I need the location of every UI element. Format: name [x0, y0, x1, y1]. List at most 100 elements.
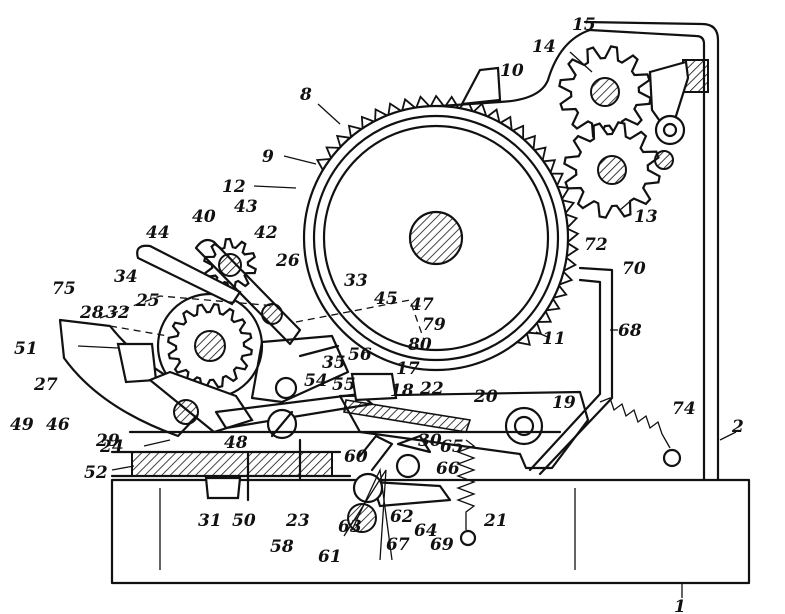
- ratchet-tooth: [315, 158, 331, 171]
- label-8: 8: [299, 85, 312, 105]
- ratchet-tooth: [374, 108, 388, 121]
- push-rod-inner: [528, 278, 602, 472]
- ratchet-tooth: [360, 115, 375, 129]
- spring-21: [456, 439, 476, 530]
- roller-spring: [343, 467, 393, 561]
- label-27: 27: [33, 375, 58, 395]
- ratchet-tooth: [566, 242, 580, 258]
- label-15: 15: [572, 15, 596, 35]
- label-43: 43: [234, 197, 258, 217]
- push-rod: [538, 266, 614, 476]
- label-74: 74: [672, 399, 696, 419]
- link-40: [194, 238, 302, 346]
- label-50: 50: [232, 511, 256, 531]
- reference-labels: 1 2 8 9 10 11 12 13 14 15 17 18 19 20 21…: [10, 15, 744, 614]
- label-80: 80: [407, 335, 432, 355]
- ratchet-tooth: [565, 213, 579, 229]
- label-65: 65: [440, 437, 464, 457]
- ratchet-tooth: [559, 271, 574, 286]
- label-24: 24: [99, 437, 124, 457]
- cam-lug: [460, 66, 502, 106]
- pawl-arm: [648, 60, 690, 170]
- ratchet-tooth: [543, 159, 557, 173]
- ratchet-tooth: [335, 134, 351, 148]
- label-33: 33: [344, 271, 368, 291]
- ratchet-tooth: [415, 95, 431, 108]
- label-66: 66: [436, 459, 460, 479]
- label-19: 19: [552, 393, 576, 413]
- ratchet-tooth: [473, 102, 488, 117]
- label-60: 60: [344, 447, 368, 467]
- ratchet-tooth: [551, 172, 565, 186]
- label-47: 47: [410, 295, 434, 315]
- block-18: [350, 372, 398, 402]
- center-lever: [250, 334, 350, 404]
- label-32: 32: [106, 303, 130, 323]
- label-45: 45: [374, 289, 398, 309]
- label-40: 40: [192, 207, 216, 227]
- ratchet-tooth: [537, 311, 553, 323]
- pivot-29: [173, 399, 199, 425]
- ratchet-tooth: [430, 94, 445, 107]
- label-13: 13: [634, 207, 658, 227]
- ratchet-tooth: [563, 256, 578, 272]
- label-28: 28: [79, 303, 104, 323]
- label-35: 35: [322, 353, 346, 373]
- label-17: 17: [396, 359, 420, 379]
- label-68: 68: [618, 321, 642, 341]
- label-64: 64: [414, 521, 438, 541]
- label-20: 20: [473, 387, 498, 407]
- ratchet-tooth: [534, 146, 547, 161]
- label-52: 52: [84, 463, 108, 483]
- label-79: 79: [422, 315, 446, 335]
- ratchet-tooth: [516, 333, 531, 346]
- lever-20: [338, 390, 590, 470]
- ratchet-tooth: [500, 115, 513, 130]
- label-58: 58: [270, 537, 294, 557]
- label-44: 44: [146, 223, 170, 243]
- ratchet-tooth: [512, 124, 525, 139]
- ratchet-tooth: [562, 199, 576, 214]
- label-25: 25: [135, 291, 160, 311]
- label-54: 54: [304, 371, 328, 391]
- label-56: 56: [348, 345, 372, 365]
- label-1: 1: [674, 597, 686, 614]
- label-63: 63: [338, 517, 362, 537]
- label-67: 67: [386, 535, 410, 555]
- label-11: 11: [542, 329, 566, 349]
- ratchet-tooth: [523, 134, 536, 150]
- leader-lines: [77, 51, 737, 598]
- label-61: 61: [318, 547, 342, 567]
- label-42: 42: [254, 223, 278, 243]
- ratchet-tooth: [444, 95, 460, 109]
- label-18: 18: [390, 381, 414, 401]
- label-21: 21: [483, 511, 508, 531]
- ratchet-tooth: [486, 108, 501, 123]
- label-72: 72: [584, 235, 608, 255]
- spring-anchor: [662, 448, 682, 468]
- gear-lower: [563, 121, 661, 219]
- spring-74: [599, 397, 671, 449]
- small-gear: [203, 237, 257, 293]
- block-49: [116, 342, 158, 384]
- label-51: 51: [14, 339, 38, 359]
- label-12: 12: [222, 177, 246, 197]
- label-62: 62: [390, 507, 414, 527]
- label-69: 69: [430, 535, 454, 555]
- label-14: 14: [532, 37, 556, 57]
- label-22: 22: [419, 379, 444, 399]
- label-10: 10: [500, 61, 524, 81]
- hand-lever: [136, 244, 242, 306]
- label-49: 49: [10, 415, 34, 435]
- label-23: 23: [285, 511, 310, 531]
- label-48: 48: [224, 433, 248, 453]
- label-75: 75: [52, 279, 76, 299]
- ratchet-tooth: [401, 97, 416, 111]
- label-9: 9: [262, 147, 274, 167]
- gear-upper: [558, 45, 652, 139]
- ratchet-tooth: [325, 146, 340, 159]
- base-block: [110, 478, 751, 585]
- ratchet-tooth: [387, 102, 402, 116]
- ratchet-tooth: [553, 285, 568, 299]
